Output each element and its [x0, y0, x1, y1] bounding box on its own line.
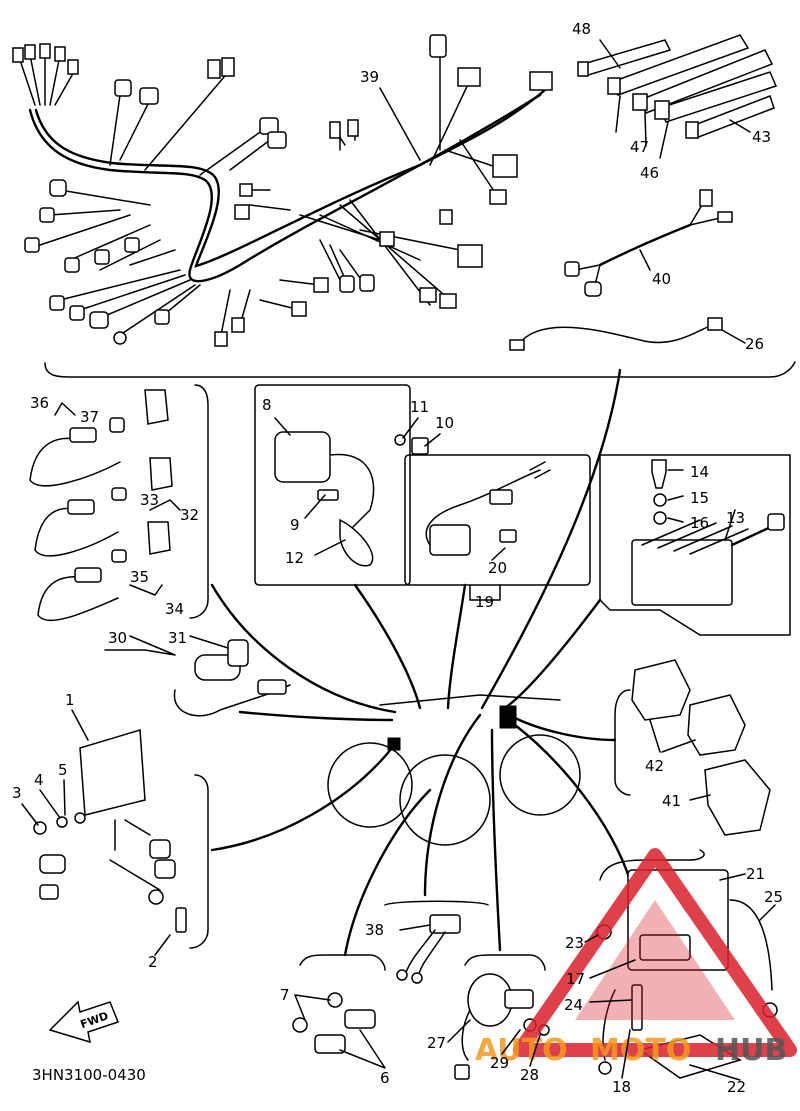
callout-30: 30	[108, 629, 127, 647]
callout-35: 35	[130, 568, 149, 586]
sensor-connector	[173, 639, 291, 717]
callout-13: 13	[726, 509, 745, 527]
wire-harness	[12, 34, 553, 347]
callout-47: 48	[572, 20, 591, 38]
callout-labels: 48 47 46 43 39 40 26 36 37 33 32 35 34 8…	[12, 20, 783, 1096]
logo-text-hub: HUB	[715, 1033, 787, 1068]
plug-group	[292, 954, 386, 1054]
callout-25: 25	[764, 888, 783, 906]
callout-1: 1	[65, 691, 75, 709]
rectifier-group	[599, 454, 791, 636]
sub-lead-wire	[564, 189, 733, 297]
callout-ticks	[21, 39, 776, 1081]
callout-38: 38	[365, 921, 384, 939]
callout-5: 5	[58, 761, 68, 779]
leader-lines	[210, 368, 632, 957]
callout-10: 10	[435, 414, 454, 432]
callout-17: 17	[566, 970, 585, 988]
callout-4: 4	[34, 771, 44, 789]
callout-14: 14	[690, 463, 709, 481]
wire-lead-group	[384, 900, 489, 984]
callout-19: 19	[475, 593, 494, 611]
callout-8: 8	[262, 396, 272, 414]
autohub-logo: AUTO MOTO HUB	[475, 848, 797, 1068]
callout-22: 22	[727, 1078, 746, 1096]
callout-15: 15	[690, 489, 709, 507]
ignition-coil-group	[254, 384, 429, 586]
callout-31: 31	[168, 629, 187, 647]
callout-6: 6	[380, 1069, 390, 1087]
callout-39: 39	[360, 68, 379, 86]
callout-3: 3	[12, 784, 22, 802]
callout-32: 32	[180, 506, 199, 524]
group-bracket	[44, 361, 796, 378]
diagram-code: 3HN3100-0430	[32, 1066, 146, 1084]
callout-11: 11	[410, 398, 429, 416]
relay-group	[404, 454, 591, 586]
callout-24: 24	[564, 996, 583, 1014]
callout-29: 29	[490, 1054, 509, 1072]
logo-text-auto: AUTO	[475, 1033, 568, 1068]
callout-2: 2	[148, 953, 158, 971]
cable-ties	[577, 34, 778, 139]
callout-9: 9	[290, 516, 300, 534]
starter-relay-group	[454, 954, 550, 1080]
callout-7: 7	[280, 986, 290, 1004]
vehicle-outline	[327, 694, 581, 846]
callout-27: 27	[427, 1034, 446, 1052]
callout-42: 42	[645, 757, 664, 775]
forward-direction-arrow: FWD	[48, 1000, 119, 1044]
callout-40: 40	[652, 270, 671, 288]
callout-33: 33	[140, 491, 159, 509]
callout-36: 36	[30, 394, 49, 412]
callout-41: 41	[662, 792, 681, 810]
callout-34: 34	[165, 600, 184, 618]
callout-37: 37	[80, 408, 99, 426]
callout-43: 43	[752, 128, 771, 146]
cover-group	[614, 659, 771, 836]
lead-wire	[509, 317, 723, 351]
callout-44-45: 46	[640, 164, 659, 182]
callout-12: 12	[285, 549, 304, 567]
cdi-unit-group	[33, 729, 209, 949]
callout-16: 16	[690, 514, 709, 532]
callout-18: 18	[612, 1078, 631, 1096]
logo-text-moto: MOTO	[590, 1033, 691, 1068]
callout-26: 26	[745, 335, 764, 353]
callout-28: 28	[520, 1066, 539, 1084]
sensor-group	[29, 384, 209, 621]
callout-21: 21	[746, 865, 765, 883]
callout-23: 23	[565, 934, 584, 952]
callout-20: 20	[488, 559, 507, 577]
callout-46: 47	[630, 138, 649, 156]
